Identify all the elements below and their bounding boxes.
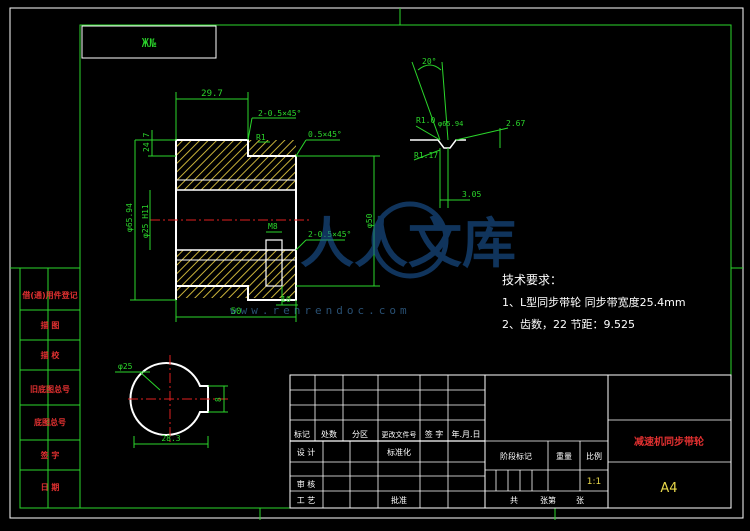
sheet-outer-border <box>9 7 744 519</box>
dim-key-8: 8 <box>214 397 223 402</box>
dim-chamfer-1: 2-0.5×45° <box>258 109 301 118</box>
tb-scale: 比例 <box>586 451 602 461</box>
tb-process-label: 工 艺 <box>297 496 316 505</box>
dim-chamfer-3: 2-0.5×45° <box>308 230 351 239</box>
strip-label-7: 日 期 <box>41 482 60 492</box>
strip-label-6: 签 字 <box>40 450 60 460</box>
tech-requirement-2: 2、齿数，22 节距：9.525 <box>502 318 635 331</box>
dim-hub-dia-25: φ25 <box>118 362 133 371</box>
tb-header-5: 签 字 <box>425 429 444 439</box>
tb-review-label: 审 核 <box>297 479 316 489</box>
tb-part-name: 减速机同步带轮 <box>634 435 704 448</box>
watermark-url: www.renrendoc.com <box>230 304 411 317</box>
tb-design-label: 设 计 <box>297 447 316 457</box>
tb-approve-label: 批准 <box>391 495 407 505</box>
hub-keyway-view: φ25 8 28.3 <box>115 355 228 448</box>
tech-requirements-title: 技术要求： <box>502 273 562 287</box>
title-block: 标记 处数 分区 更改文件号 签 字 年.月.日 设 计 标准化 审 核 工 艺… <box>289 374 732 509</box>
watermark-text: 人人文库 <box>300 212 516 275</box>
top-label-box <box>81 25 217 59</box>
tb-weight: 重量 <box>556 451 572 461</box>
strip-label-4: 旧底图总号 <box>30 384 70 394</box>
tb-total: 共 <box>510 496 518 505</box>
tech-requirement-1: 1、L型同步带轮 同步带宽度25.4mm <box>502 295 686 309</box>
strip-label-1: 借(通)用件登记 <box>21 290 77 300</box>
dim-dia-50: φ50 <box>365 213 374 228</box>
strip-label-2: 描 图 <box>41 320 60 330</box>
strip-label-3: 描 校 <box>41 350 61 360</box>
tb-header-1: 标记 <box>294 429 310 439</box>
tb-header-2: 处数 <box>321 429 337 439</box>
tb-scale-value: 1:1 <box>587 477 601 487</box>
dim-m8: M8 <box>268 222 278 231</box>
dim-10: 10 <box>281 295 291 304</box>
tb-standard-label: 标准化 <box>387 447 411 457</box>
dim-24-7: 24.7 <box>142 133 151 152</box>
dim-2-67: 2.67 <box>506 119 525 128</box>
dim-r1: R1 <box>256 133 266 142</box>
dim-3-05: 3.05 <box>462 190 481 199</box>
tooth-profile-detail: 20° 3.05 2.67 R1.0 φ65.94 R1.17 <box>410 57 525 208</box>
tb-header-4: 更改文件号 <box>382 430 417 439</box>
dim-29-7: 29.7 <box>201 89 223 99</box>
watermark: 人人文库 www.renrendoc.com <box>230 201 516 317</box>
tb-sheets: 张第 <box>540 495 556 505</box>
tb-header-3: 分区 <box>352 430 368 439</box>
pulley-section-view: 29.7 2-0.5×45° R1 0.5×45° 24.7 φ65.94 φ2… <box>125 89 380 322</box>
dim-angle-20: 20° <box>422 57 436 66</box>
dim-key-28-3: 28.3 <box>161 434 180 443</box>
dim-dia-25: φ25 H11 <box>141 204 150 238</box>
tb-header-6: 年.月.日 <box>451 429 480 439</box>
tb-paper-size: A4 <box>660 481 677 496</box>
dim-r1-0: R1.0 <box>416 116 435 125</box>
tb-stage-mark: 阶段标记 <box>500 451 532 461</box>
dim-dia-65-94-tooth: φ65.94 <box>438 120 463 128</box>
top-label-text: Ж№ <box>142 36 157 50</box>
dim-chamfer-2: 0.5×45° <box>308 130 342 139</box>
strip-label-5: 底图总号 <box>33 417 66 427</box>
dim-50: 50 <box>231 307 242 317</box>
tb-sheet: 张 <box>576 496 584 505</box>
dim-dia-65-94: φ65.94 <box>125 203 134 232</box>
left-strip-table: 借(通)用件登记 描 图 描 校 旧底图总号 底图总号 签 字 日 期 <box>19 267 81 509</box>
